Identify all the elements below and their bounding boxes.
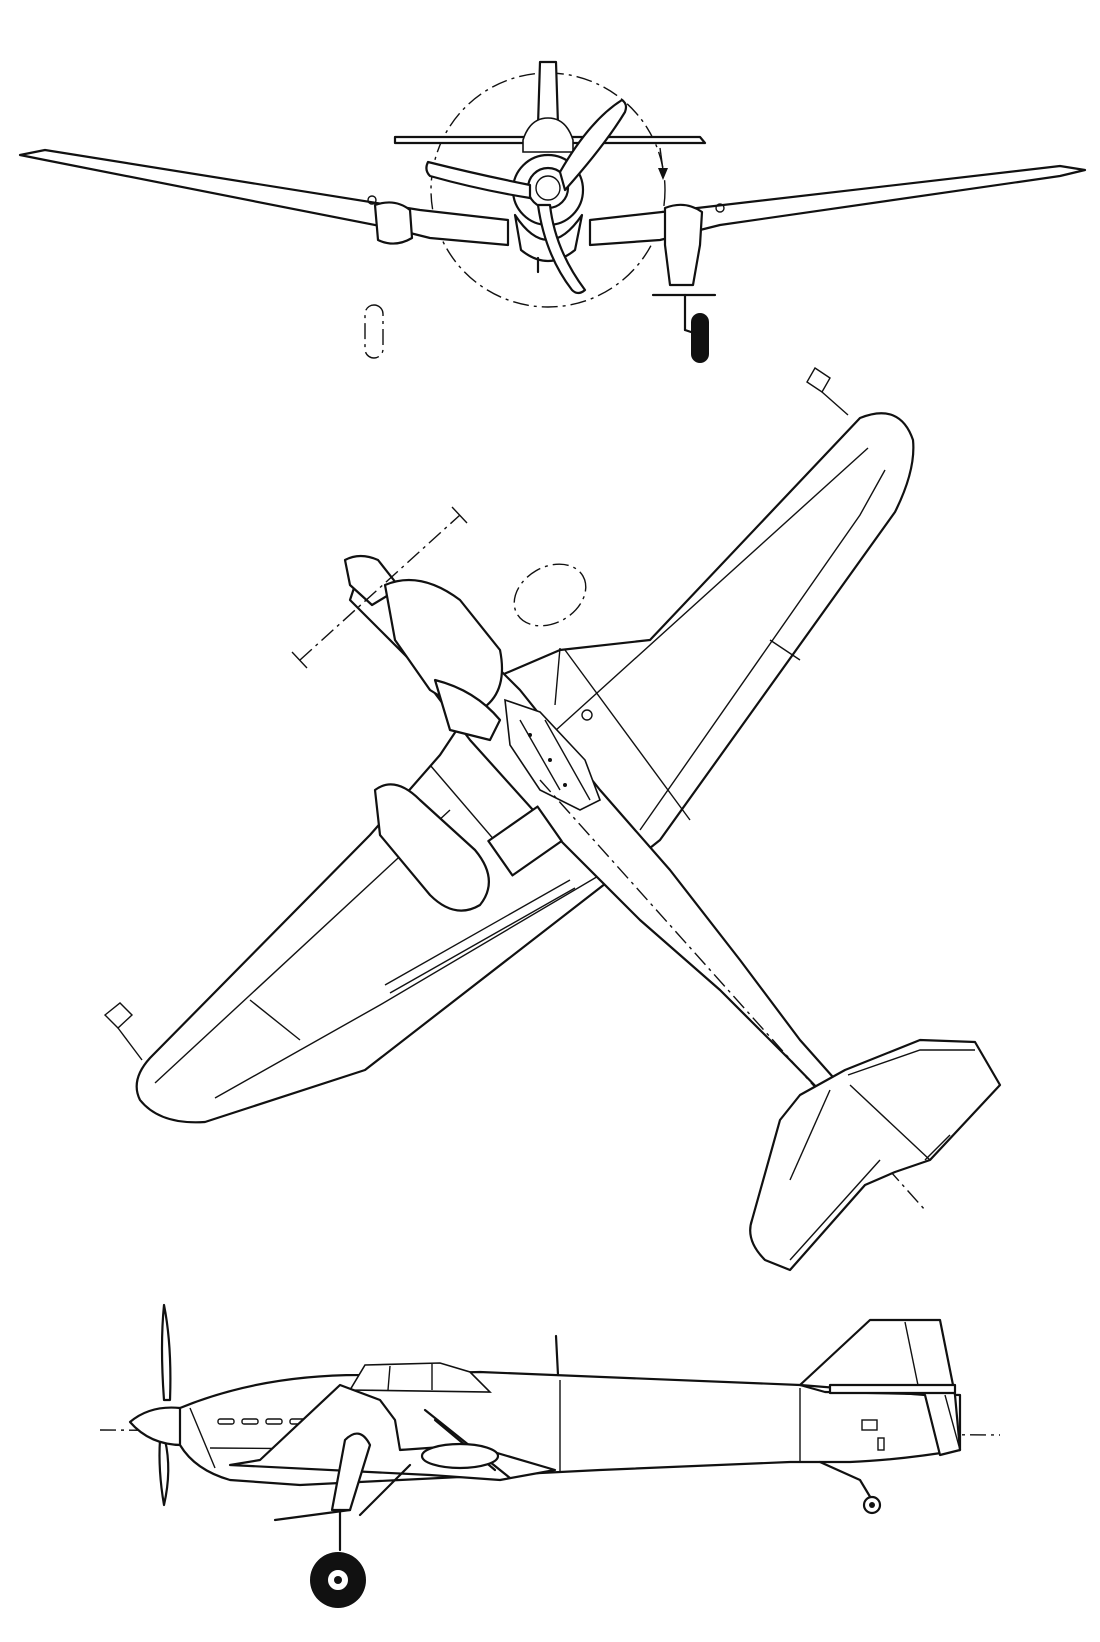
front-fin: [536, 60, 560, 127]
plan-nacelle: [373, 783, 490, 912]
plan-hatch: [487, 805, 563, 877]
front-propeller-blade-1: [558, 98, 628, 192]
front-propeller-blade-3: [536, 203, 587, 295]
front-wheel: [691, 313, 709, 363]
front-view: [18, 60, 1087, 363]
side-landing-gear: [330, 1432, 372, 1512]
side-tailplane: [828, 1383, 957, 1395]
front-right-wing: [588, 164, 1087, 247]
side-propeller: [160, 1303, 172, 1402]
side-nacelle: [420, 1442, 500, 1470]
plan-canopy: [504, 698, 602, 811]
front-left-nacelle: [373, 201, 414, 245]
side-view: [99, 1303, 1001, 1608]
side-canopy: [348, 1362, 492, 1393]
plan-tailplane: [749, 1038, 1002, 1272]
plan-view: [103, 367, 1002, 1272]
front-propeller-blade-2: [425, 160, 532, 200]
front-canopy: [522, 117, 574, 153]
front-right-nacelle: [663, 203, 704, 287]
side-spinner: [128, 1406, 184, 1447]
